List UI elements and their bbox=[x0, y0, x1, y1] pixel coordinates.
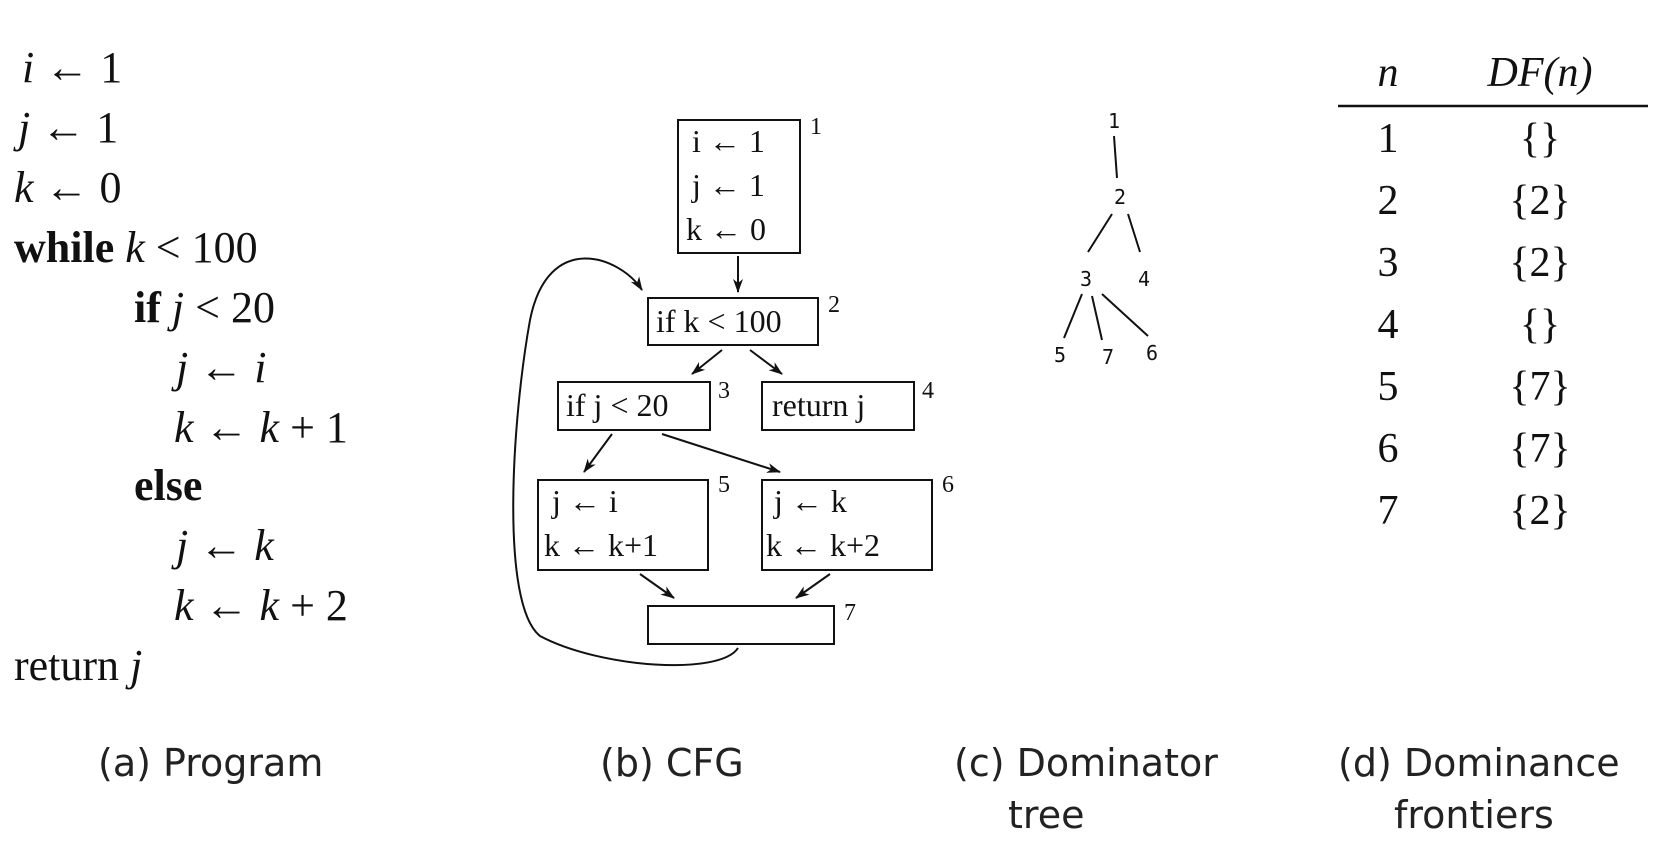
df-row-n: 2 bbox=[1378, 178, 1399, 224]
program-line-8: else bbox=[134, 461, 202, 510]
cfg-node-2: if k < 100 2 bbox=[647, 292, 840, 346]
dom-edge-2-4 bbox=[1127, 213, 1141, 253]
dom-node-4: 4 bbox=[1138, 267, 1150, 291]
cfg-node-1: i ← 1 j ← 1 k ← 0 1 bbox=[677, 114, 822, 254]
df-row-n: 1 bbox=[1378, 116, 1399, 162]
caption-dom-tree-line-2: tree bbox=[1008, 793, 1084, 837]
cfg-edge-6-7 bbox=[795, 573, 831, 599]
df-row-n: 4 bbox=[1378, 302, 1399, 348]
cfg-node-1-id: 1 bbox=[810, 114, 822, 140]
cfg-node-6: j ← k k ← k+2 6 bbox=[761, 472, 954, 571]
program-panel: i ← 1 j ← 1 k ← 0 while k < 100 if j < 2… bbox=[13, 43, 348, 690]
cfg-node-5-id: 5 bbox=[718, 472, 730, 498]
cfg-node-7: 7 bbox=[647, 600, 856, 645]
dom-edge-3-6 bbox=[1101, 293, 1149, 337]
cfg-node-3: if j < 20 3 bbox=[557, 378, 730, 431]
caption-cfg: (b) CFG bbox=[600, 741, 744, 785]
df-row-df: {2} bbox=[1509, 240, 1570, 286]
cfg-node-4-line-1: return j bbox=[772, 387, 865, 423]
df-row-df: {2} bbox=[1509, 488, 1570, 534]
dom-node-1: 1 bbox=[1108, 109, 1120, 133]
cfg-node-7-id: 7 bbox=[844, 600, 856, 626]
cfg-node-5: j ← i k ← k+1 5 bbox=[537, 472, 730, 571]
cfg-node-2-line-1: if k < 100 bbox=[656, 303, 782, 339]
caption-program: (a) Program bbox=[98, 741, 323, 785]
dom-node-6: 6 bbox=[1146, 341, 1158, 365]
df-row-df: {} bbox=[1520, 116, 1560, 162]
dom-node-7: 7 bbox=[1102, 345, 1114, 369]
cfg-node-3-line-1: if j < 20 bbox=[566, 387, 668, 423]
cfg-node-5-line-2: k ← k+1 bbox=[544, 527, 658, 563]
cfg-node-1-line-2: j ← 1 bbox=[691, 167, 765, 203]
cfg-edge-7-2 bbox=[512, 257, 739, 667]
caption-dom-tree-line-1: (c) Dominator bbox=[954, 741, 1218, 785]
program-line-7: k ← k + 1 bbox=[174, 403, 348, 452]
cfg-edge-3-6 bbox=[661, 433, 781, 473]
df-row-df: {} bbox=[1520, 302, 1560, 348]
df-header-df: DF(n) bbox=[1487, 50, 1593, 96]
dom-node-5: 5 bbox=[1054, 343, 1066, 367]
dom-edge-2-3 bbox=[1087, 213, 1113, 253]
cfg-edge-2-3 bbox=[691, 349, 723, 375]
cfg-node-4: return j 4 bbox=[761, 378, 934, 431]
program-line-4: while k < 100 bbox=[14, 223, 258, 272]
cfg-node-6-line-2: k ← k+2 bbox=[766, 527, 880, 563]
cfg-node-1-line-1: i ← 1 bbox=[692, 123, 765, 159]
cfg-node-3-id: 3 bbox=[718, 378, 730, 404]
cfg-node-1-line-3: k ← 0 bbox=[686, 211, 766, 247]
df-row-n: 5 bbox=[1378, 364, 1399, 410]
cfg-edge-5-7 bbox=[639, 573, 675, 599]
df-row-df: {7} bbox=[1509, 364, 1570, 410]
cfg-node-2-id: 2 bbox=[828, 292, 840, 318]
cfg-node-6-id: 6 bbox=[942, 472, 954, 498]
dom-edge-3-7 bbox=[1091, 295, 1103, 341]
dom-tree-panel: 1 2 3 4 5 7 6 bbox=[1054, 109, 1158, 369]
program-line-1: i ← 1 bbox=[22, 43, 122, 92]
cfg-node-6-line-1: j ← k bbox=[773, 483, 847, 519]
program-line-6: j ← i bbox=[171, 343, 266, 392]
program-line-5: if j < 20 bbox=[134, 283, 275, 332]
cfg-node-4-id: 4 bbox=[922, 378, 934, 404]
program-line-11: return j bbox=[14, 641, 142, 690]
df-row-df: {7} bbox=[1509, 426, 1570, 472]
caption-df-line-2: frontiers bbox=[1394, 793, 1554, 837]
df-row-n: 7 bbox=[1378, 488, 1399, 534]
program-line-3: k ← 0 bbox=[14, 163, 122, 212]
df-header-n: n bbox=[1378, 50, 1399, 96]
df-row-df: {2} bbox=[1509, 178, 1570, 224]
program-line-2: j ← 1 bbox=[13, 103, 118, 152]
program-line-9: j ← k bbox=[171, 521, 275, 570]
dom-edge-3-5 bbox=[1063, 293, 1083, 339]
dom-edge-1-2 bbox=[1113, 135, 1118, 179]
df-row-n: 6 bbox=[1378, 426, 1399, 472]
dom-node-3: 3 bbox=[1080, 267, 1092, 291]
caption-df-line-1: (d) Dominance bbox=[1338, 741, 1620, 785]
cfg-node-5-line-1: j ← i bbox=[551, 483, 618, 519]
df-table: n DF(n) 1 {} 2 {2} 3 {2} 4 {} 5 {7} 6 {7… bbox=[1338, 50, 1648, 534]
dom-node-2: 2 bbox=[1114, 185, 1126, 209]
program-line-10: k ← k + 2 bbox=[174, 581, 348, 630]
df-row-n: 3 bbox=[1378, 240, 1399, 286]
cfg-edge-3-5 bbox=[583, 433, 613, 473]
cfg-edge-2-4 bbox=[749, 349, 783, 375]
cfg-panel: i ← 1 j ← 1 k ← 0 1 if k < 100 2 if j < … bbox=[512, 114, 954, 667]
